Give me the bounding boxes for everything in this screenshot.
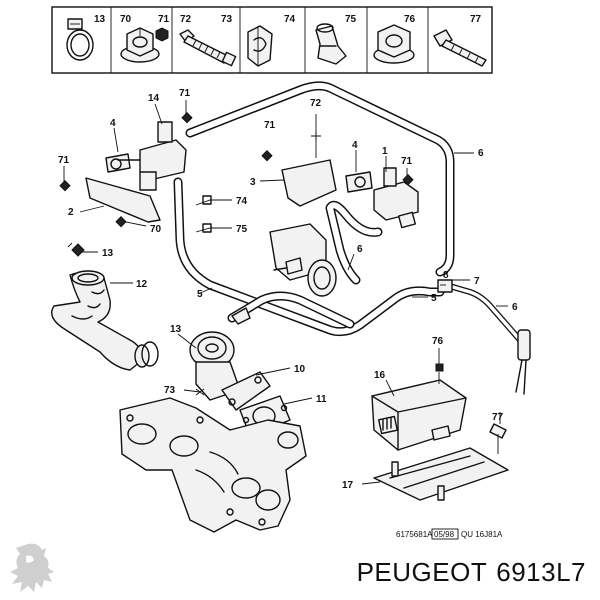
callout-label: 77 (492, 412, 504, 423)
callout-label: 5 (431, 293, 437, 304)
callout-label: 71 (58, 155, 70, 166)
callout-label: 8 (443, 270, 449, 281)
vacuum-actuator (269, 223, 337, 297)
flange-nut-icon (120, 27, 160, 63)
strip-label: 70 (120, 14, 132, 25)
brand-name: PEUGEOT (356, 557, 488, 587)
callout-label: 6 (357, 244, 363, 255)
drawing-ref: QU 16J81A (461, 530, 503, 539)
callout-label: 76 (432, 336, 444, 347)
bolt-icon (179, 29, 237, 67)
callout-label: 72 (310, 98, 322, 109)
callout-label: 6 (478, 148, 484, 159)
drawing-date: 05/98 (434, 530, 455, 539)
left-solenoid-assembly (59, 100, 193, 228)
strip-label: 13 (94, 14, 106, 25)
callout-leaders (67, 103, 508, 485)
hose-fitting (437, 279, 453, 293)
control-module (371, 379, 467, 451)
parts-strip: 13 70 71 72 73 74 75 76 77 (51, 6, 493, 74)
callout-label: 3 (250, 177, 256, 188)
brand-part-number: PEUGEOT 6913L7 (348, 557, 586, 588)
strip-label: 74 (284, 14, 296, 25)
drawing-reference: 6175681A 05/98 QU 16J81A (396, 528, 503, 540)
bracket (85, 177, 161, 223)
callout-label: 10 (294, 364, 306, 375)
strip-label: 71 (158, 14, 170, 25)
callout-label: 17 (342, 480, 354, 491)
callout-label: 4 (352, 140, 358, 151)
nut-icon (435, 363, 444, 372)
center-solenoid-assembly (261, 114, 419, 229)
strip-label: 76 (404, 14, 416, 25)
callout-label: 71 (179, 88, 191, 99)
mounting-bracket (373, 348, 509, 501)
callout-label: 75 (236, 224, 248, 235)
strip-label: 75 (345, 14, 357, 25)
vacuum-hoses (173, 81, 531, 395)
solenoid-valve (373, 181, 419, 221)
hose-end-fitting (517, 329, 531, 361)
peugeot-lion-logo (10, 543, 54, 592)
nut-icon (155, 27, 169, 42)
callout-label: 16 (374, 370, 386, 381)
screw-detail (489, 412, 507, 454)
exhaust-manifold (119, 397, 307, 533)
callout-label: 2 (68, 207, 74, 218)
callout-numbers: 14 71 4 71 2 70 72 71 3 4 1 71 6 74 75 1… (58, 88, 518, 491)
hose-clip-icon (247, 25, 273, 67)
screw-icon (433, 29, 487, 67)
drawing-code: 6175681A (396, 530, 433, 539)
callout-label: 4 (110, 118, 116, 129)
callout-label: 70 (150, 224, 162, 235)
intake-pipe (51, 270, 159, 371)
part-number: 6913L7 (496, 557, 586, 587)
callout-label: 11 (316, 394, 327, 405)
callout-label: 1 (382, 146, 388, 157)
callout-label: 6 (512, 302, 518, 313)
callout-label: 12 (136, 279, 148, 290)
large-nut-icon (373, 24, 415, 64)
callout-label: 73 (164, 385, 176, 396)
hose-connector-icon (315, 23, 347, 65)
callout-label: 71 (264, 120, 276, 131)
egr-valve (189, 307, 271, 411)
solenoid-connector (139, 171, 157, 191)
callout-label: 74 (236, 196, 248, 207)
callout-label: 71 (401, 156, 413, 167)
strip-label: 72 (180, 14, 192, 25)
callout-label: 5 (197, 289, 203, 300)
hose-clamp-icon (66, 18, 94, 61)
callout-label: 7 (474, 276, 480, 287)
solenoid-top (157, 121, 173, 143)
callout-label: 14 (148, 93, 160, 104)
strip-label: 73 (221, 14, 233, 25)
callout-label: 13 (102, 248, 114, 259)
bracket (281, 159, 337, 207)
callout-label: 13 (170, 324, 182, 335)
strip-label: 77 (470, 14, 482, 25)
